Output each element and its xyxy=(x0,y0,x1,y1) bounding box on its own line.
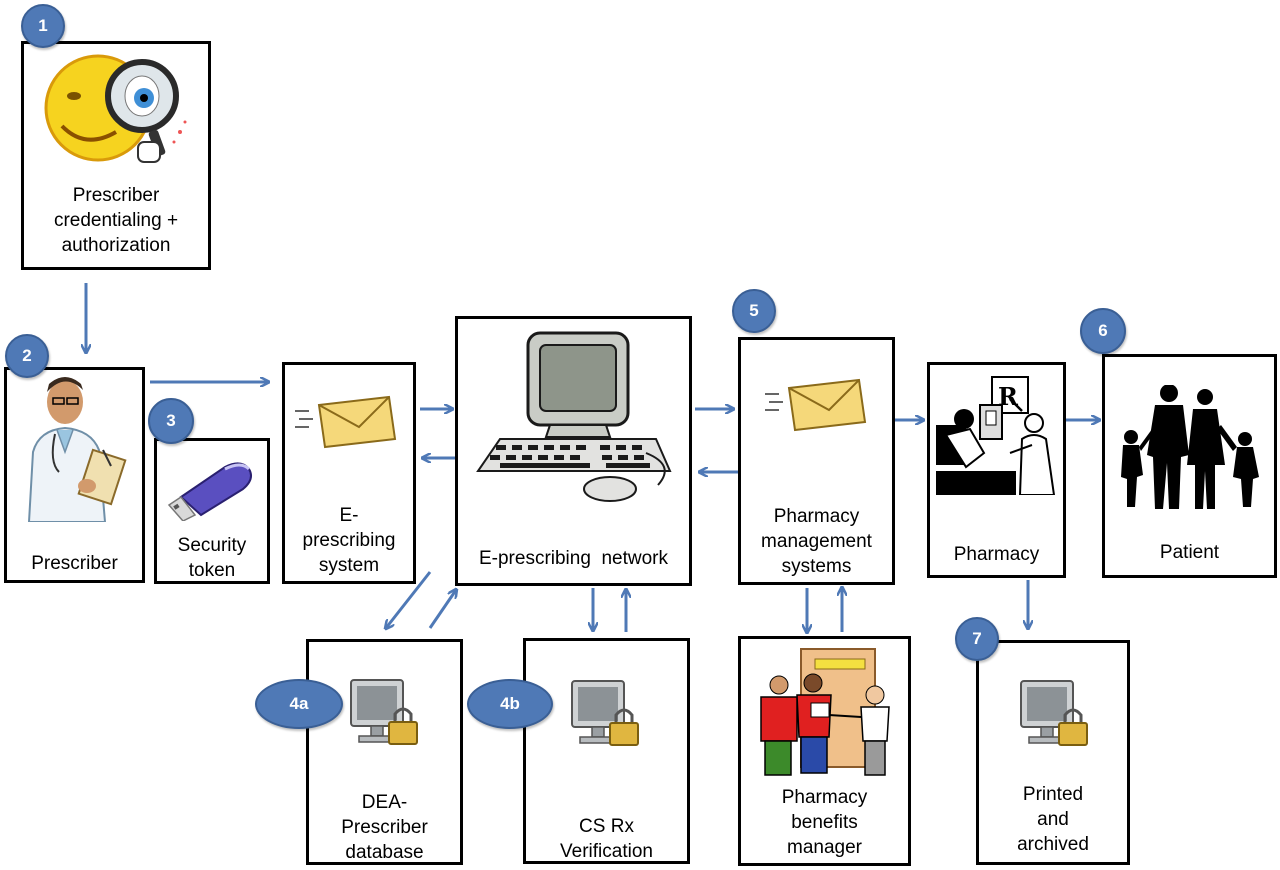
step-badge-3: 3 xyxy=(148,398,194,444)
patient-box: Patient xyxy=(1102,354,1277,578)
usb-token-icon xyxy=(167,462,252,521)
eprescribing-system-label: E- prescribing system xyxy=(302,505,396,576)
eprescribing-system-box: E- prescribing system xyxy=(282,362,416,584)
prescriber-box: Prescriber xyxy=(4,367,145,583)
pharmacy-box: R Pharmacy xyxy=(927,362,1066,578)
people-icon xyxy=(760,648,890,776)
eprescribing-network-label: E-prescribing network xyxy=(478,548,669,569)
credentialing-box: Prescriber credentialing + authorization xyxy=(21,41,211,270)
doctor-icon xyxy=(27,377,127,522)
computer-icon xyxy=(476,331,672,502)
step-badge-4a: 4a xyxy=(255,679,343,729)
locked-monitor-icon xyxy=(350,679,418,745)
envelope-icon xyxy=(765,378,867,432)
pharmacy-mgmt-label: Pharmacy management systems xyxy=(761,506,872,577)
security-token-label: Security token xyxy=(177,535,247,581)
credentialing-label: Prescriber credentialing + authorization xyxy=(53,185,179,256)
pharmacy-mgmt-box: Pharmacy management systems xyxy=(738,337,895,585)
magnifier-smiley-icon xyxy=(44,54,187,163)
step-badge-5: 5 xyxy=(732,289,776,333)
pbm-label: Pharmacy benefits manager xyxy=(781,787,868,858)
prescriber-label: Prescriber xyxy=(31,553,118,574)
step-badge-6: 6 xyxy=(1080,308,1126,354)
csrx-verification-label: CS Rx Verification xyxy=(560,816,653,862)
printed-archived-box: Printed and archived xyxy=(976,640,1130,865)
eprescribing-network-box: E-prescribing network xyxy=(455,316,692,586)
pharmacist-icon: R xyxy=(936,376,1056,495)
arrow-esystem-to-dea xyxy=(386,571,432,628)
security-token-box: Security token xyxy=(154,438,270,584)
family-icon xyxy=(1121,385,1259,509)
envelope-icon xyxy=(295,395,397,449)
step-badge-4b: 4b xyxy=(467,679,553,729)
step-badge-7: 7 xyxy=(955,617,999,661)
csrx-verification-box: CS Rx Verification xyxy=(523,638,690,864)
step-badge-2: 2 xyxy=(5,334,49,378)
patient-label: Patient xyxy=(1159,542,1220,563)
pharmacy-label: Pharmacy xyxy=(953,544,1040,565)
printed-archived-label: Printed and archived xyxy=(1017,784,1089,855)
locked-monitor-icon xyxy=(1020,680,1088,746)
arrow-dea-to-network xyxy=(428,590,456,629)
dea-database-box: DEA- Prescriber database xyxy=(306,639,463,865)
step-badge-1: 1 xyxy=(21,4,65,48)
locked-monitor-icon xyxy=(571,680,639,746)
dea-database-label: DEA- Prescriber database xyxy=(341,792,428,863)
pbm-box: Pharmacy benefits manager xyxy=(738,636,911,866)
